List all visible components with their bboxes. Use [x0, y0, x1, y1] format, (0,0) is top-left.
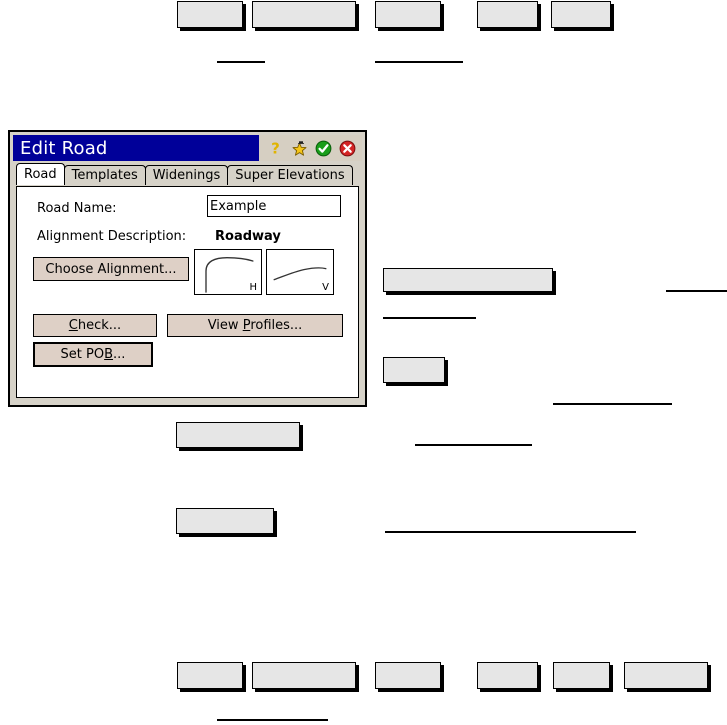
vertical-alignment-preview[interactable]: V — [266, 249, 334, 295]
tab-road[interactable]: Road — [16, 163, 65, 185]
redacted-box — [477, 1, 538, 28]
redacted-box — [375, 1, 441, 28]
alignment-description-value: Roadway — [215, 229, 281, 244]
star-icon[interactable] — [291, 140, 308, 157]
redacted-box — [375, 662, 441, 689]
dialog-titlebar: Edit Road ? — [13, 135, 362, 161]
help-icon[interactable]: ? — [267, 139, 284, 157]
edit-road-dialog: Edit Road ? — [8, 130, 367, 407]
redacted-rule — [553, 403, 672, 405]
horizontal-preview-axis-label: H — [249, 282, 257, 293]
redacted-rule — [375, 61, 463, 63]
redacted-rule — [385, 531, 636, 533]
redacted-box — [177, 662, 243, 689]
ok-icon[interactable] — [315, 140, 332, 157]
horizontal-alignment-preview[interactable]: H — [194, 249, 262, 295]
road-name-input[interactable] — [207, 195, 341, 217]
redacted-box — [252, 662, 356, 689]
redacted-box — [624, 662, 708, 689]
redacted-box — [553, 662, 610, 689]
redacted-rule — [217, 61, 265, 63]
redacted-rule — [415, 444, 532, 446]
tab-templates[interactable]: Templates — [63, 165, 146, 185]
vertical-preview-axis-label: V — [322, 282, 329, 293]
redacted-box — [176, 422, 300, 448]
tab-widenings[interactable]: Widenings — [144, 165, 229, 185]
choose-alignment-button[interactable]: Choose Alignment... — [33, 257, 189, 281]
redacted-box — [383, 357, 445, 383]
redacted-box — [177, 1, 243, 28]
redacted-box — [477, 662, 538, 689]
redacted-rule — [217, 719, 328, 721]
redacted-rule — [666, 290, 727, 292]
redacted-box — [252, 1, 356, 28]
dialog-title: Edit Road — [20, 137, 108, 159]
close-icon[interactable] — [339, 140, 356, 157]
alignment-description-label: Alignment Description: — [37, 229, 187, 244]
redacted-box — [176, 508, 274, 534]
set-pob-button[interactable]: Set POB... — [33, 342, 153, 367]
redacted-box — [551, 1, 611, 28]
check-button[interactable]: Check... — [33, 314, 157, 337]
svg-text:?: ? — [271, 140, 280, 157]
redacted-rule — [383, 317, 476, 319]
titlebar-icon-group: ? — [259, 135, 362, 161]
road-tab-panel: Road Name: Alignment Description: Roadwa… — [16, 186, 359, 398]
tab-super-elevations[interactable]: Super Elevations — [227, 165, 353, 185]
view-profiles-button[interactable]: View Profiles... — [167, 314, 343, 337]
road-name-label: Road Name: — [37, 201, 117, 216]
redacted-box — [383, 268, 553, 292]
